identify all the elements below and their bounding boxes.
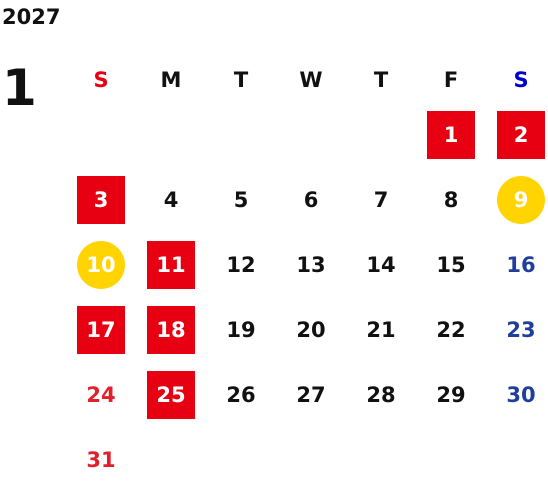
day-cell (136, 111, 206, 159)
day-cell (416, 436, 486, 484)
day-cell (206, 436, 276, 484)
day-cell: 24 (66, 371, 136, 419)
weekday-fri: F (416, 68, 486, 92)
day-cell: 23 (486, 306, 548, 354)
weekday-label: S (93, 68, 109, 92)
weekday-sun: S (66, 68, 136, 92)
day-cell: 30 (486, 371, 548, 419)
day-number: 9 (497, 175, 545, 224)
calendar-grid: S M T W T F S 1 2 3 4 5 6 7 8 9 10 11 12… (66, 58, 548, 492)
day-number: 3 (77, 175, 125, 224)
day-number: 30 (506, 382, 536, 407)
day-number: 20 (296, 317, 326, 342)
day-number: 6 (303, 187, 319, 212)
week-row-3: 10 11 12 13 14 15 16 (66, 232, 548, 297)
day-cell: 9 (486, 175, 548, 224)
day-number: 4 (163, 187, 179, 212)
weekday-label: T (233, 68, 249, 92)
day-number: 28 (366, 382, 396, 407)
weekday-label: M (160, 68, 182, 92)
day-number: 19 (226, 317, 256, 342)
day-cell (276, 111, 346, 159)
week-row-6: 31 (66, 427, 548, 492)
day-cell: 17 (66, 305, 136, 354)
day-cell: 1 (416, 110, 486, 159)
weekday-header-row: S M T W T F S (66, 58, 548, 102)
day-cell: 2 (486, 110, 548, 159)
day-cell: 26 (206, 371, 276, 419)
weekday-label: W (299, 68, 323, 92)
day-number: 17 (77, 305, 125, 354)
day-cell: 16 (486, 241, 548, 289)
day-number: 1 (427, 110, 475, 159)
day-number: 16 (506, 252, 536, 277)
day-cell: 8 (416, 176, 486, 224)
day-cell: 15 (416, 241, 486, 289)
day-cell: 21 (346, 306, 416, 354)
day-cell: 19 (206, 306, 276, 354)
week-row-2: 3 4 5 6 7 8 9 (66, 167, 548, 232)
day-cell (66, 111, 136, 159)
day-number: 8 (443, 187, 459, 212)
day-cell (486, 436, 548, 484)
week-row-5: 24 25 26 27 28 29 30 (66, 362, 548, 427)
weekday-sat: S (486, 68, 548, 92)
day-number: 26 (226, 382, 256, 407)
week-row-1: 1 2 (66, 102, 548, 167)
day-cell: 31 (66, 436, 136, 484)
day-cell (276, 436, 346, 484)
month-number: 1 (2, 59, 37, 117)
weekday-tue: T (206, 68, 276, 92)
day-cell: 14 (346, 241, 416, 289)
day-cell: 28 (346, 371, 416, 419)
day-cell: 29 (416, 371, 486, 419)
week-row-4: 17 18 19 20 21 22 23 (66, 297, 548, 362)
day-cell: 10 (66, 240, 136, 289)
day-number: 2 (497, 110, 545, 159)
day-cell: 18 (136, 305, 206, 354)
day-cell: 7 (346, 176, 416, 224)
day-number: 24 (86, 382, 116, 407)
day-cell (136, 436, 206, 484)
day-number: 10 (77, 240, 125, 289)
day-cell: 5 (206, 176, 276, 224)
weekday-label: F (443, 68, 459, 92)
day-cell: 27 (276, 371, 346, 419)
day-cell: 22 (416, 306, 486, 354)
day-number: 23 (506, 317, 536, 342)
day-number: 27 (296, 382, 326, 407)
day-number: 13 (296, 252, 326, 277)
day-number: 11 (147, 240, 195, 289)
weekday-label: S (513, 68, 529, 92)
day-number: 31 (86, 447, 116, 472)
day-number: 18 (147, 305, 195, 354)
day-number: 7 (373, 187, 389, 212)
day-cell: 25 (136, 370, 206, 419)
weekday-wed: W (276, 68, 346, 92)
day-cell: 3 (66, 175, 136, 224)
day-cell: 4 (136, 176, 206, 224)
day-cell (206, 111, 276, 159)
day-cell: 6 (276, 176, 346, 224)
day-cell (346, 111, 416, 159)
day-cell: 11 (136, 240, 206, 289)
year-label: 2027 (2, 5, 61, 29)
day-number: 5 (233, 187, 249, 212)
day-number: 14 (366, 252, 396, 277)
day-number: 29 (436, 382, 466, 407)
weekday-thu: T (346, 68, 416, 92)
day-cell (346, 436, 416, 484)
day-cell: 12 (206, 241, 276, 289)
day-number: 21 (366, 317, 396, 342)
day-number: 12 (226, 252, 256, 277)
weekday-mon: M (136, 68, 206, 92)
day-cell: 20 (276, 306, 346, 354)
day-number: 15 (436, 252, 466, 277)
weekday-label: T (373, 68, 389, 92)
day-number: 25 (147, 370, 195, 419)
day-cell: 13 (276, 241, 346, 289)
day-number: 22 (436, 317, 466, 342)
